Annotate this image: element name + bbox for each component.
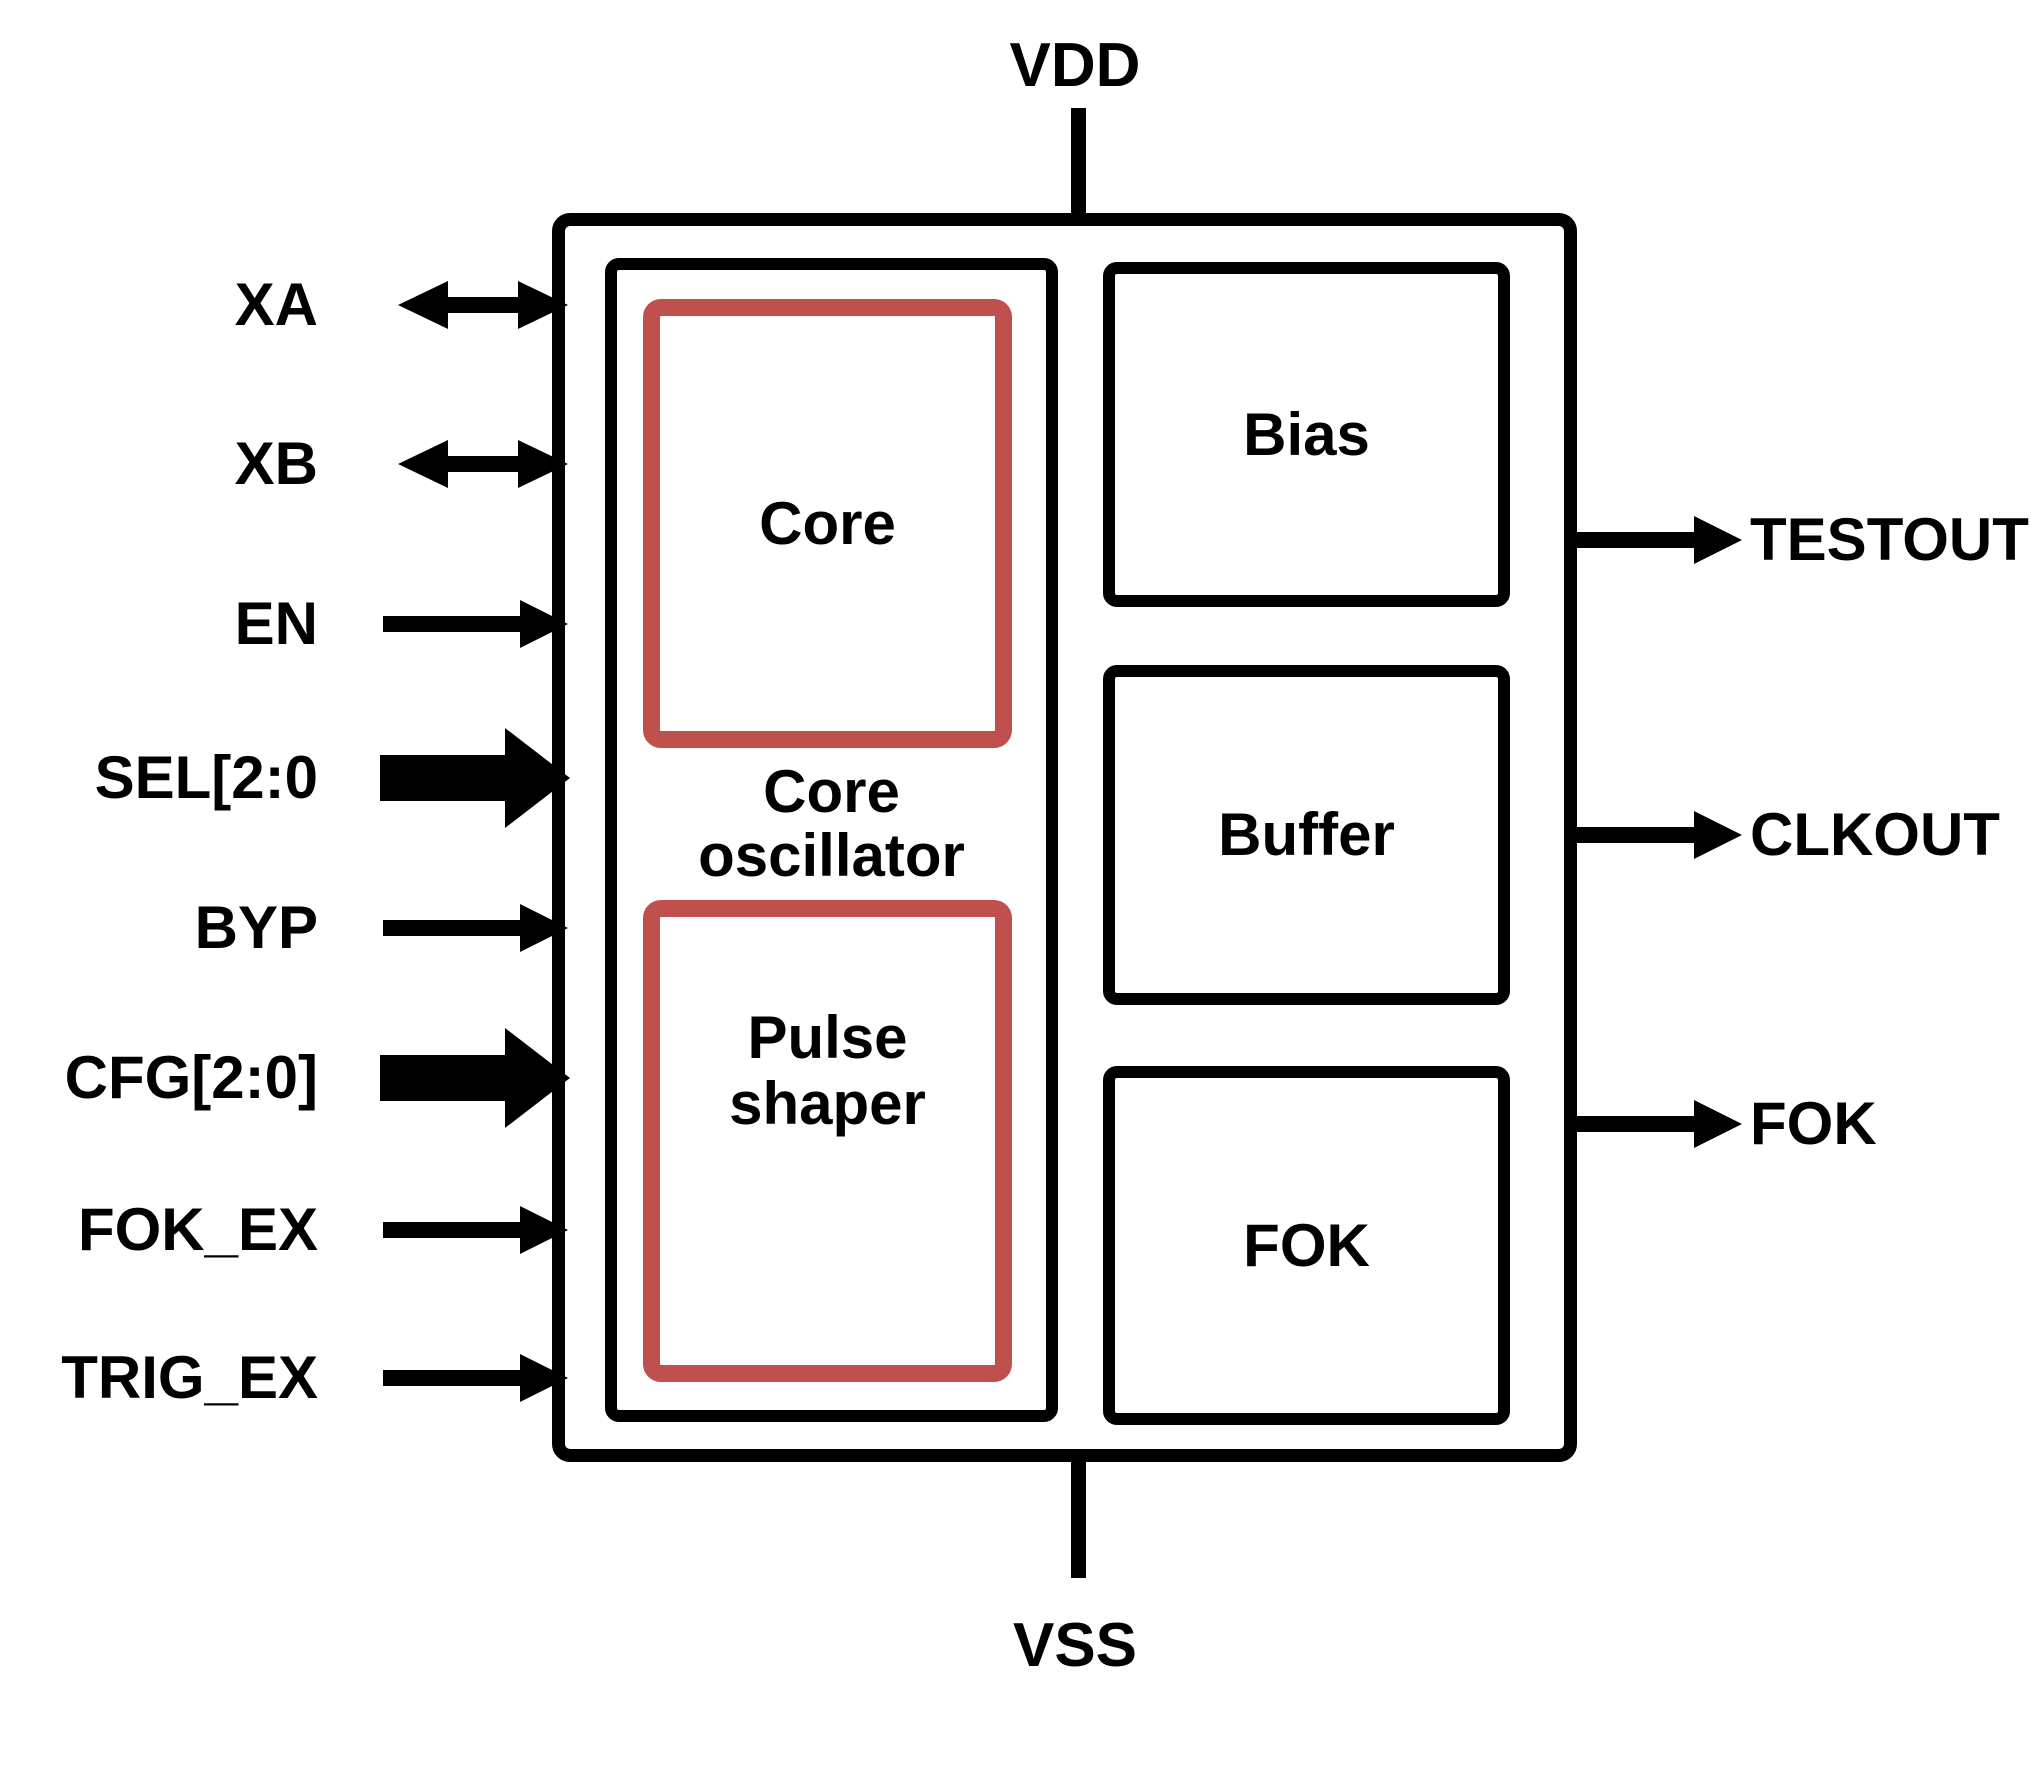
core-block: Core: [643, 299, 1012, 748]
pin-label-xb: XB: [234, 430, 318, 497]
core-oscillator-label-line1: Core: [763, 758, 900, 825]
buffer-block-label: Buffer: [1218, 801, 1395, 868]
pin-label-testout: TESTOUT: [1750, 506, 2029, 573]
clkout-output-arrow: [1574, 811, 1742, 859]
pin-label-sel: SEL[2:0: [94, 744, 318, 811]
pin-label-fok-ex: FOK_EX: [77, 1196, 318, 1263]
en-input-arrow: [383, 600, 568, 648]
trig-ex-input-arrow: [383, 1354, 568, 1402]
buffer-block: Buffer: [1103, 665, 1510, 1005]
vdd-power-line: [1071, 108, 1086, 220]
pin-label-xa: XA: [234, 271, 318, 338]
fok-block-label: FOK: [1243, 1211, 1370, 1279]
vss-label: VSS: [1012, 1611, 1138, 1680]
pulse-shaper-label-line1: Pulse: [747, 1004, 908, 1071]
pin-label-clkout: CLKOUT: [1750, 801, 2000, 868]
vdd-label: VDD: [1009, 31, 1141, 100]
testout-output-arrow: [1574, 516, 1742, 564]
pin-label-fok-out: FOK: [1750, 1090, 1877, 1157]
cfg-bus-arrow: [380, 1028, 570, 1128]
pin-label-trig-ex: TRIG_EX: [61, 1344, 318, 1411]
byp-input-arrow: [383, 904, 568, 952]
fok-ex-input-arrow: [383, 1206, 568, 1254]
core-oscillator-label: Core oscillator: [605, 748, 1058, 900]
sel-bus-arrow: [380, 728, 570, 828]
fok-block: FOK: [1103, 1066, 1510, 1425]
pin-label-cfg: CFG[2:0]: [64, 1044, 318, 1111]
bias-block: Bias: [1103, 262, 1510, 607]
vss-power-line: [1071, 1455, 1086, 1578]
pin-label-byp: BYP: [194, 894, 318, 961]
pulse-shaper-label-line2: shaper: [729, 1070, 926, 1137]
xb-bidirectional-arrow: [398, 440, 568, 488]
core-oscillator-label-line2: oscillator: [698, 822, 965, 889]
pin-label-en: EN: [234, 590, 318, 657]
xa-bidirectional-arrow: [398, 281, 568, 329]
fok-output-arrow: [1574, 1100, 1742, 1148]
core-block-label: Core: [759, 489, 896, 557]
bias-block-label: Bias: [1243, 400, 1370, 468]
pulse-shaper-block: Pulse shaper: [643, 900, 1012, 1382]
